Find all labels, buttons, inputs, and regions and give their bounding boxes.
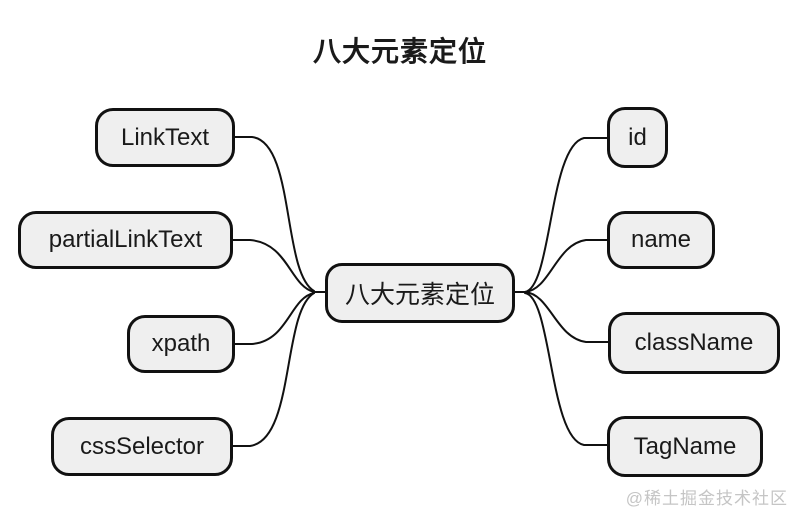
connector-name — [524, 239, 608, 293]
node-name: name — [607, 211, 715, 269]
node-tagname: TagName — [607, 416, 763, 477]
connector-tagname — [524, 292, 608, 446]
node-xpath: xpath — [127, 315, 235, 373]
connector-classname — [524, 291, 609, 343]
connector-xpath — [234, 292, 315, 345]
connector-id — [524, 137, 608, 293]
watermark: @稀土掘金技术社区 — [625, 489, 788, 508]
node-partiallinktext: partialLinkText — [18, 211, 233, 269]
node-id: id — [607, 107, 668, 168]
connector-linktext — [234, 136, 315, 292]
node-linktext: LinkText — [95, 108, 235, 167]
connector-cssselector — [232, 292, 315, 447]
node-center: 八大元素定位 — [325, 263, 515, 323]
connector-partiallinktext — [232, 239, 315, 293]
node-classname: className — [608, 312, 780, 374]
node-cssselector: cssSelector — [51, 417, 233, 476]
diagram-title: 八大元素定位 — [312, 36, 487, 67]
